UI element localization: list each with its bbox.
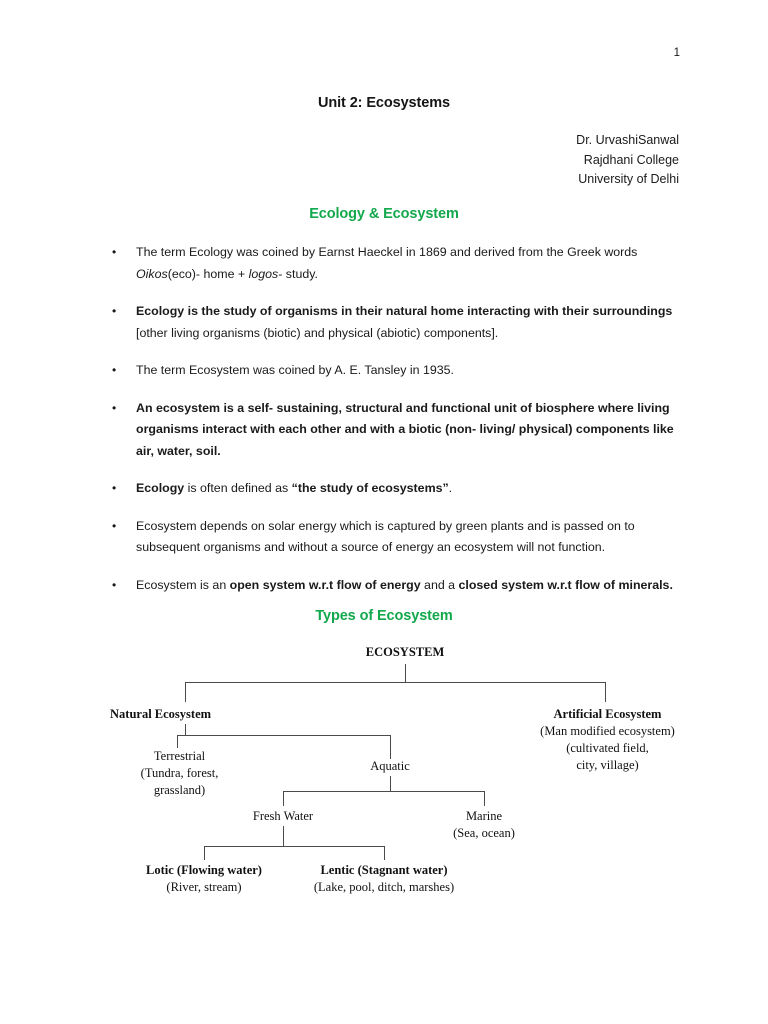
connector-level1-horizontal: [185, 682, 606, 683]
section-heading-types: Types of Ecosystem: [315, 608, 453, 624]
diagram-node-sublabel: (cultivated field,: [566, 741, 649, 755]
diagram-node-lentic: Lentic (Stagnant water) (Lake, pool, ditc…: [294, 862, 474, 896]
bullet-text: The term Ecosystem was coined by A. E. T…: [136, 363, 454, 377]
bullet-text: Ecosystem is an open system w.r.t flow o…: [136, 577, 673, 592]
diagram-node-artificial-ecosystem: Artificial Ecosystem (Man modified ecosys…: [525, 706, 690, 774]
diagram-node-label: Marine: [465, 809, 503, 823]
diagram-node-label: ECOSYSTEM: [365, 645, 445, 659]
diagram-node-sublabel: (Lake, pool, ditch, marshes): [313, 880, 455, 894]
diagram-node-aquatic: Aquatic: [340, 758, 440, 775]
diagram-node-sublabel: (Man modified ecosystem): [540, 724, 675, 738]
bullet-marker: •: [112, 363, 117, 377]
author-college: Rajdhani College: [583, 152, 679, 167]
diagram-node-label: Terrestrial: [153, 749, 206, 763]
connector-natural-drop: [185, 682, 186, 702]
bullet-marker: •: [112, 304, 117, 318]
connector-level3-horizontal: [283, 791, 484, 792]
author-name: Dr. UrvashiSanwal: [576, 133, 679, 147]
bullet-text: The term Ecology was coined by Earnst Ha…: [136, 245, 638, 281]
bullet-ecology-origin: • The term Ecology was coined by Earnst H…: [110, 242, 690, 285]
bullet-ecosystem-term: • The term Ecosystem was coined by A. E. …: [110, 360, 690, 382]
bullet-open-closed-system: • Ecosystem is an open system w.r.t flow …: [110, 575, 690, 597]
connector-freshwater-stem: [283, 826, 284, 847]
connector-aquatic-stem: [390, 776, 391, 792]
author-block: Dr. UrvashiSanwal Rajdhani College Unive…: [576, 131, 679, 190]
diagram-node-sublabel: grassland): [153, 783, 206, 797]
bullet-marker: •: [112, 245, 117, 259]
connector-marine-drop: [484, 791, 485, 806]
bullet-marker: •: [112, 577, 117, 592]
connector-lentic-drop: [384, 846, 385, 860]
bullet-text: Ecology is often defined as “the study o…: [136, 481, 453, 495]
connector-lotic-drop: [204, 846, 205, 860]
diagram-node-label: Lentic (Stagnant water): [320, 863, 448, 877]
diagram-node-sublabel: (River, stream): [166, 880, 242, 894]
bullet-marker: •: [112, 518, 117, 533]
diagram-node-ecosystem: ECOSYSTEM: [345, 644, 465, 661]
connector-aquatic-drop: [390, 735, 391, 759]
diagram-node-terrestrial: Terrestrial (Tundra, forest, grassland): [112, 748, 247, 799]
bullet-text: Ecosystem depends on solar energy which …: [136, 518, 635, 555]
section-heading-ecology: Ecology & Ecosystem: [309, 206, 459, 222]
bullet-marker: •: [112, 400, 117, 415]
page-number: 1: [673, 47, 680, 59]
diagram-node-label: Aquatic: [370, 759, 410, 773]
bullet-text: Ecology is the study of organisms in the…: [136, 304, 673, 340]
bullet-ecosystem-definition: • An ecosystem is a self- sustaining, str…: [110, 398, 690, 463]
diagram-node-label: Natural Ecosystem: [110, 707, 212, 721]
bullet-ecology-study: • Ecology is often defined as “the study …: [110, 478, 690, 500]
diagram-node-lotic: Lotic (Flowing water) (River, stream): [124, 862, 284, 896]
connector-natural-stem: [185, 724, 186, 736]
diagram-node-label: Lotic (Flowing water): [146, 863, 262, 877]
diagram-node-label: Artificial Ecosystem: [553, 707, 662, 721]
connector-root-stem: [405, 664, 406, 682]
diagram-node-marine: Marine (Sea, ocean): [439, 808, 529, 842]
connector-freshwater-drop: [283, 791, 284, 806]
bullet-ecology-definition: • Ecology is the study of organisms in th…: [110, 301, 690, 344]
connector-level2-horizontal: [177, 735, 390, 736]
author-university: University of Delhi: [578, 172, 679, 186]
connector-artificial-drop: [605, 682, 606, 702]
diagram-node-natural-ecosystem: Natural Ecosystem: [110, 706, 280, 723]
connector-level4-horizontal: [204, 846, 384, 847]
diagram-node-fresh-water: Fresh Water: [228, 808, 338, 825]
bullet-solar-energy: • Ecosystem depends on solar energy which…: [110, 516, 690, 559]
bullet-list: • The term Ecology was coined by Earnst H…: [110, 242, 690, 612]
bullet-marker: •: [112, 481, 117, 495]
ecosystem-hierarchy-diagram: ECOSYSTEM Natural Ecosystem Artificial E…: [0, 636, 768, 916]
diagram-node-label: Fresh Water: [252, 809, 314, 823]
connector-terrestrial-drop: [177, 735, 178, 748]
diagram-node-sublabel: (Sea, ocean): [453, 826, 515, 840]
diagram-node-sublabel: city, village): [576, 758, 639, 772]
page-title: Unit 2: Ecosystems: [318, 95, 450, 111]
bullet-text: An ecosystem is a self- sustaining, stru…: [136, 400, 674, 458]
diagram-node-sublabel: (Tundra, forest,: [140, 766, 219, 780]
